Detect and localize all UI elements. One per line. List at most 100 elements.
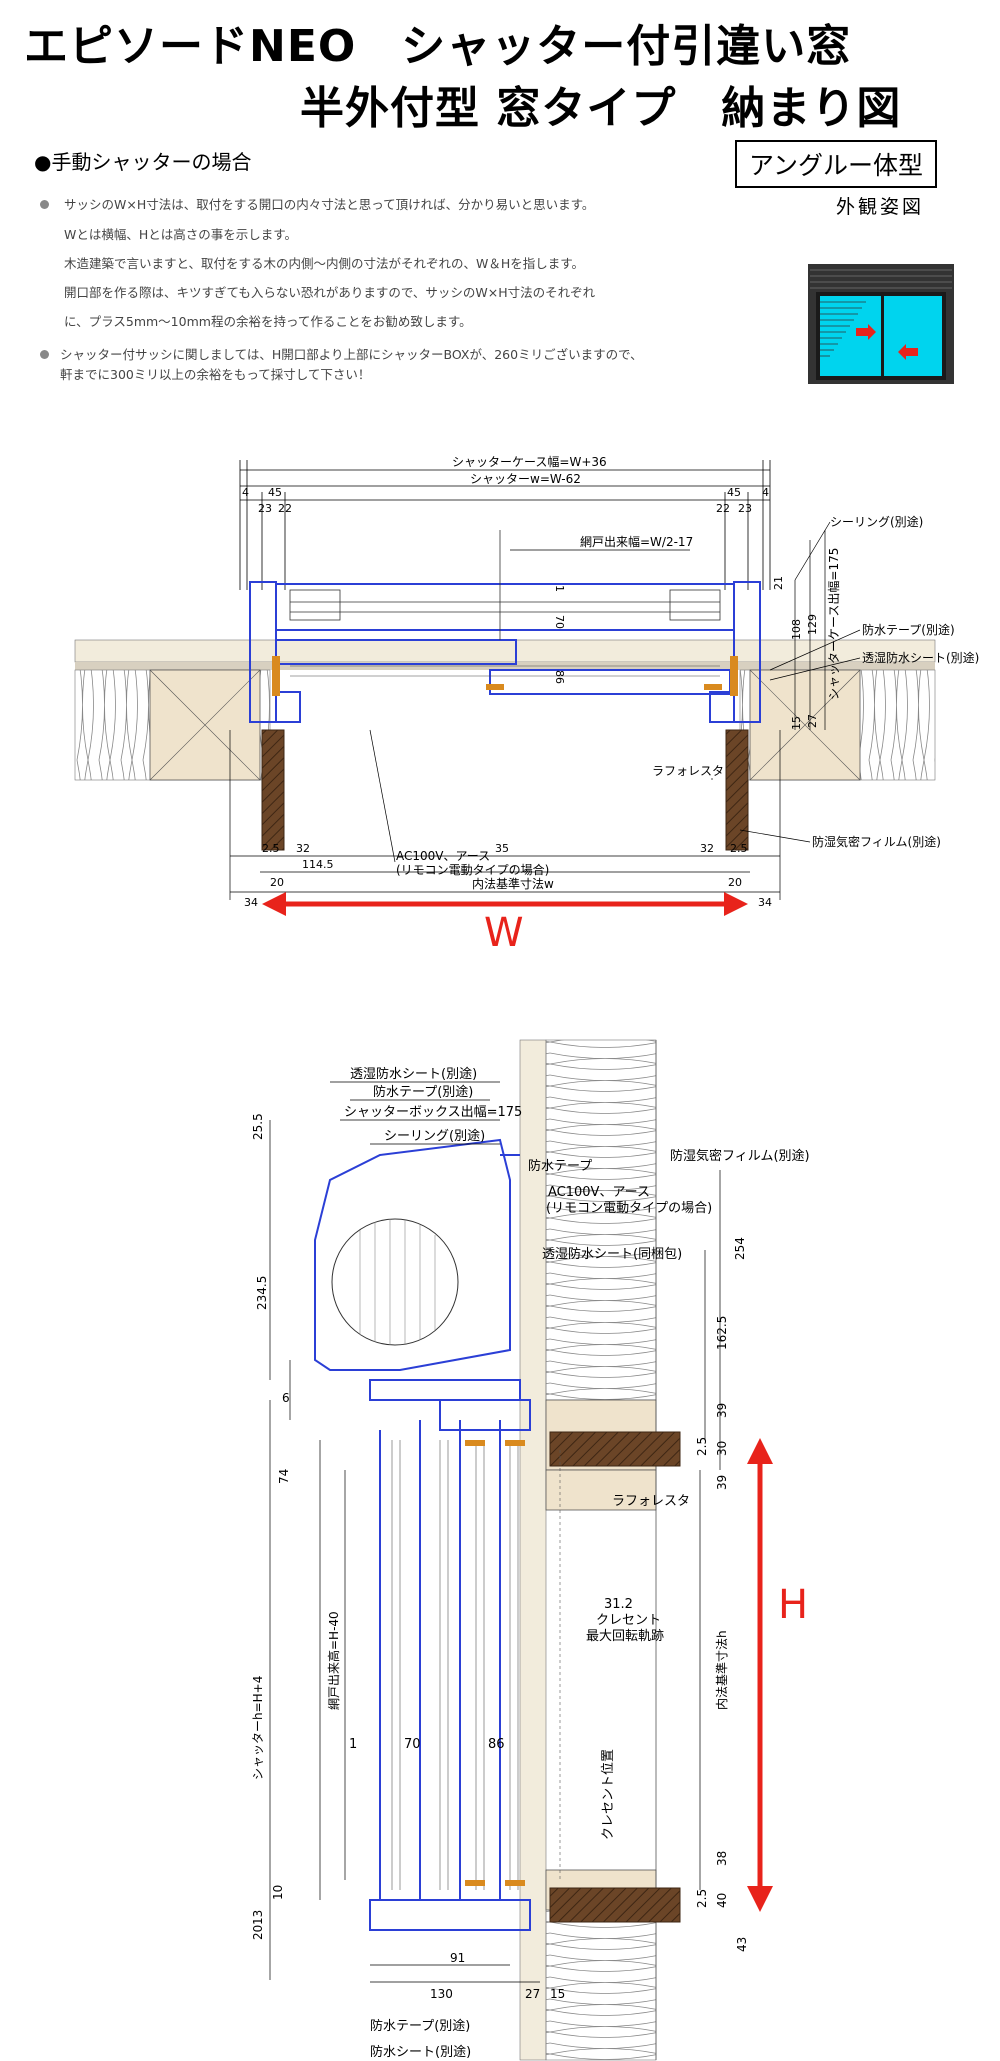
label-tape2: 防水テープ [528,1158,592,1174]
label-ac: AC100V、アース [396,849,490,863]
dim-2-5-b: 2.5 [695,1889,709,1908]
dim-1: 1 [349,1737,357,1752]
label-inner-w: 内法基準寸法w [472,876,554,891]
dim-38: 38 [715,1851,729,1866]
h-mark: H [778,1582,809,1628]
label-crescent-rotation: 最大回転軌跡 [586,1628,664,1644]
dim-22-right: 22 [716,502,730,515]
dim-254: 254 [733,1237,747,1260]
dim-20-left: 20 [270,876,284,889]
label-breathable-sheet: 透湿防水シート(別途) [862,650,979,665]
dim-45-left: 45 [268,486,282,499]
label-waterproof-tape-bottom: 防水テープ(別途) [370,2018,470,2034]
note-line: Wとは横幅、Hとは高さの事を示します。 [64,227,298,242]
note-bullet [40,350,49,359]
dim-39-b: 39 [715,1475,729,1490]
dim-234-5: 234.5 [255,1276,269,1310]
label-case-depth: シャッターケース出幅=175 [826,548,841,700]
dim-23-left: 23 [258,502,272,515]
w-mark: W [484,910,524,956]
type-box: アングルー体型 [735,140,938,188]
label-sealing: シーリング(別途) [830,514,923,529]
dim-21: 21 [772,576,785,590]
dim-86: 86 [553,670,566,684]
dim-1: 1 [553,585,566,592]
dim-70: 70 [553,615,566,629]
dim-74: 74 [277,1469,291,1484]
dim-34-right: 34 [758,896,772,909]
label-sealing: シーリング(別途) [384,1128,485,1144]
label-screen-h: 網戸出来高=H-40 [326,1611,341,1710]
dim-43: 43 [735,1937,749,1952]
label-remote: (リモコン電動タイプの場合) [546,1201,712,1216]
dim-13: 13 [251,1910,265,1925]
dim-32-right: 32 [700,842,714,855]
dim-10: 10 [271,1885,285,1900]
dim-40: 40 [715,1893,729,1908]
note-line: 開口部を作る際は、キツすぎても入らない恐れがありますので、サッシのW×H寸法のそ… [64,285,596,300]
plan-section-diagram: シャッターケース幅=W+36 シャッターw=W-62 網戸出来幅=W/2-17 … [74,454,979,916]
label-lath: ラフォレスタ [652,764,724,778]
dim-case-width: シャッターケース幅=W+36 [452,454,607,469]
note-line: に、プラス5mm～10mm程の余裕を持って作ることをお勧め致します。 [64,314,472,329]
label-waterproof-sheet-bottom: 防水シート(別途) [370,2044,471,2060]
dim-6: 6 [282,1391,290,1405]
subtitle: ●手動シャッターの場合 [34,150,252,174]
dim-screen-width: 網戸出来幅=W/2-17 [580,534,693,549]
label-lath: ラフォレスタ [612,1494,690,1509]
label-shutter-h: シャッターh=H+4 [251,1676,265,1780]
label-sheet2: 透湿防水シート(同梱包) [542,1246,682,1262]
dim-30: 30 [715,1441,729,1456]
page-title-line1: エピソードNEO シャッター付引違い窓 [24,21,852,72]
note-line: シャッター付サッシに関しましては、H開口部より上部にシャッターBOXが、260ミ… [60,347,643,362]
label-moisture-film: 防湿気密フィルム(別途) [670,1148,810,1164]
dim-129: 129 [806,614,819,635]
dim-45-right: 45 [727,486,741,499]
dim-91: 91 [450,1951,465,1965]
dim-20-right: 20 [728,876,742,889]
exterior-view-icon [808,264,954,384]
dim-4-right: 4 [762,486,769,499]
dim-25-5: 25.5 [251,1113,265,1140]
label-ac: AC100V、アース [548,1185,650,1200]
note-line: 軒までに300ミリ以上の余裕をもって採寸して下さい！ [60,367,371,382]
dim-27: 27 [525,1987,540,2001]
label-box-depth: シャッターボックス出幅=175 [344,1105,522,1120]
dim-86: 86 [488,1737,505,1752]
dim-27: 27 [806,714,819,728]
dim-4-left: 4 [242,486,249,499]
view-label: 外観姿図 [836,196,925,218]
label-waterproof-tape: 防水テープ(別途) [862,622,955,637]
label-crescent-pos: クレセント位置 [601,1749,616,1840]
dim-130: 130 [430,1987,453,2001]
dim-15: 15 [790,716,803,730]
dim-35: 35 [495,842,509,855]
label-remote: (リモコン電動タイプの場合) [396,862,549,877]
dim-shutter-w: シャッターw=W-62 [470,472,581,486]
label-inner-h: 内法基準寸法h [714,1630,729,1710]
label-moisture-film: 防湿気密フィルム(別途) [812,834,941,849]
label-waterproof-tape: 防水テープ(別途) [373,1084,473,1100]
dim-2-5-left: 2.5 [262,842,280,855]
crescent-val: 31.2 [604,1597,633,1612]
dim-70: 70 [404,1737,421,1752]
dim-23-right: 23 [738,502,752,515]
note-bullet [40,200,49,209]
note-line: 木造建築で言いますと、取付をする木の内側～内側の寸法がそれぞれの、W＆Hを指しま… [64,256,585,271]
dim-162-5: 162.5 [715,1316,729,1350]
label-breathable-sheet: 透湿防水シート(別途) [350,1066,477,1082]
vertical-section-diagram: 25.5 234.5 6 74 シャッターh=H+4 網戸出来高=H-40 1 … [251,1039,810,2061]
dim-32-left: 32 [296,842,310,855]
dim-108: 108 [790,619,803,640]
dim-20: 20 [251,1925,265,1940]
label-crescent: クレセント [596,1613,661,1628]
dim-114-5: 114.5 [302,858,334,871]
dim-2-5-a: 2.5 [695,1437,709,1456]
note-line: サッシのW×H寸法は、取付をする開口の内々寸法と思って頂ければ、分かり易いと思い… [64,197,595,212]
dim-22-left: 22 [278,502,292,515]
dim-34-left: 34 [244,896,258,909]
dim-39-a: 39 [715,1403,729,1418]
dim-15: 15 [550,1987,565,2001]
dim-2-5-right: 2.5 [730,842,748,855]
page-title-line2: 半外付型 窓タイプ 納まり図 [300,83,902,134]
